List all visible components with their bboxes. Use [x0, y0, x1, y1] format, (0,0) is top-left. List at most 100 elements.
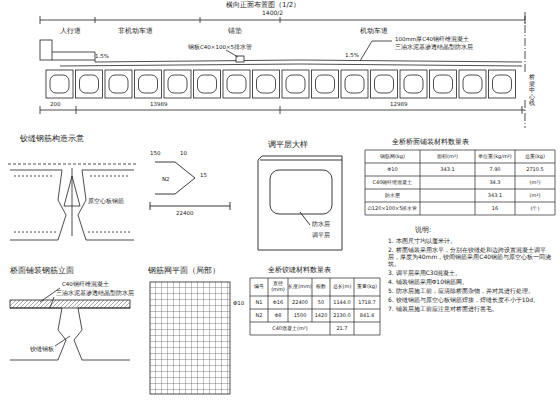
table-rule: [365, 202, 555, 203]
view-title: 调平层大样: [268, 140, 308, 149]
hollow-slab: [400, 70, 427, 98]
label-text: 非机动车道: [118, 27, 153, 35]
table-cell: 343.1: [475, 189, 515, 202]
note-text: 3. 调平层采用C30混凝土。: [388, 270, 553, 277]
table-cell: 根数: [312, 278, 330, 296]
table-cell: 编号: [250, 278, 268, 296]
table-cell: 1718.7: [354, 296, 380, 309]
hollow-slab: [105, 70, 132, 98]
leveling-layer-detail: [258, 156, 342, 250]
table-rule: [420, 150, 421, 215]
slab-void: [227, 75, 246, 93]
label-text: 钢板C40×100×5排水管: [188, 44, 252, 50]
note-text: 7. 铺装层施工前应注意对桥面进行凿毛。: [388, 306, 553, 313]
label-text: 原空心板钢筋: [88, 198, 124, 204]
slab-void: [434, 75, 453, 93]
label-text: 防水层: [312, 221, 330, 227]
slab-void: [404, 75, 423, 93]
note-text: 6. 铰缝钢筋与原空心板钢筋焊接，焊缝长度不小于10d。: [388, 297, 553, 304]
table-cell: 22400: [288, 296, 312, 309]
view-title: 桥面铺装钢筋立面: [10, 266, 74, 275]
centerline-label: 桥梁中心线: [529, 74, 535, 107]
label-text: Φ10: [233, 300, 244, 306]
table-cell: N2: [250, 309, 268, 322]
hollow-slab: [253, 70, 280, 98]
table-cell: 34.3: [475, 176, 515, 189]
hollow-slab: [46, 70, 73, 98]
label-text: 调平层: [312, 232, 330, 238]
table-cell: 单位重(kg/m²): [475, 150, 515, 163]
slab-void: [375, 75, 394, 93]
table-cell: 2130.0: [330, 309, 354, 322]
hollow-slab: [341, 70, 368, 98]
dimension: 22400: [176, 210, 194, 216]
dimension: 13989: [150, 101, 168, 107]
hollow-slab: [312, 70, 339, 98]
hollow-slab: [459, 70, 486, 98]
table-cell: 钢筋网(kg): [365, 150, 420, 163]
table-cell: 长度(mm): [288, 278, 312, 296]
table-rule: [250, 322, 380, 323]
slab-void: [168, 75, 187, 93]
table-cell: Φ16: [268, 296, 288, 309]
note-text: 4. 铺装钢筋采用Φ10钢筋网。: [388, 279, 553, 286]
table-cell: 面积(m²): [420, 150, 475, 163]
notes-heading: 说明:: [415, 226, 431, 234]
table-cell: C40钢纤维混凝土: [365, 176, 420, 189]
paving-elevation: [10, 288, 130, 360]
slab-void: [80, 75, 99, 93]
table-rule: [555, 150, 556, 215]
slab-void: [463, 75, 482, 93]
table-rule: [250, 278, 380, 279]
table-cell: 7.90: [475, 163, 515, 176]
slope: 1.5%: [95, 53, 109, 59]
table-cell: ∅120×100×5排水管: [365, 202, 420, 215]
label-text: 锚垫: [228, 27, 242, 35]
slope: 1.5%: [345, 52, 359, 58]
drawing-title: 横向正面布置图（1/2）: [226, 1, 300, 9]
hollow-slab: [164, 70, 191, 98]
table-rule: [515, 150, 516, 215]
hollow-slab: [371, 70, 398, 98]
note-text: 5. 防水层施工前，应清除桥面杂物，并对其进行处理。: [388, 288, 553, 295]
table-cell: C40混凝土(m³): [250, 322, 330, 335]
label-text: 三油水泥基渗透结晶型防水层: [56, 290, 134, 296]
dimension: 12989: [390, 101, 408, 107]
hinge-joint-figure: [8, 164, 138, 240]
hollow-slab: [135, 70, 162, 98]
table-cell: 1420: [312, 309, 330, 322]
table-rule: [268, 278, 269, 322]
table-cell: 1144.0: [330, 296, 354, 309]
rebar-detail: [150, 162, 230, 210]
table-rule: [365, 150, 366, 215]
table-rule: [330, 278, 331, 335]
note-text: 1. 本图尺寸均以厘米计。: [388, 238, 553, 245]
hollow-slab: [489, 70, 516, 98]
mesh-plan: [150, 282, 230, 394]
slab-void: [109, 75, 128, 93]
table-cell: 总重(kg): [515, 150, 555, 163]
table-cell: (m²): [515, 189, 555, 202]
note-text: 2. 桥面铺装采用水平，分别在铰缝处和边跨设置混凝土调平层，厚度为40mm，铰间…: [388, 247, 553, 268]
table-rule: [380, 278, 381, 335]
dimension: 200: [50, 101, 61, 107]
label-text: 铰缝钢板: [30, 346, 54, 352]
slab-void: [50, 75, 69, 93]
label-text: 机动车道: [360, 27, 388, 35]
dimension: 150: [150, 150, 161, 156]
view-title: 钢筋网平面（局部）: [148, 266, 220, 275]
dimension: 10: [180, 150, 187, 156]
table-cell: 16: [475, 202, 515, 215]
table-rule: [250, 309, 380, 310]
table-cell: 2710.5: [515, 163, 555, 176]
table-cell: 防水层: [365, 189, 420, 202]
table-cell: 1500: [288, 309, 312, 322]
hollow-slab: [194, 70, 221, 98]
table-cell: 21.7: [330, 322, 354, 335]
slab-void: [198, 75, 217, 93]
table-cell: 841.4: [354, 309, 380, 322]
label-text: 人行道: [60, 27, 81, 35]
table-cell: N1: [250, 296, 268, 309]
